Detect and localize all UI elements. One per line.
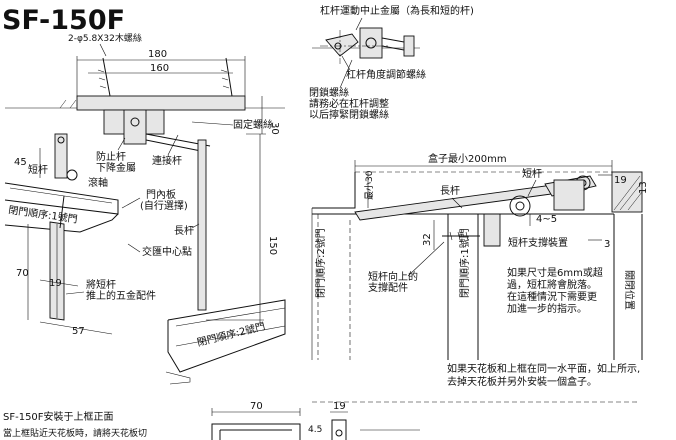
short-arm-label: 短杆 xyxy=(28,163,48,176)
mounting-plate xyxy=(76,95,246,111)
dim-32-right: 32 xyxy=(422,233,433,246)
door-order-1-right: 閉門順序:1號門 xyxy=(458,228,471,298)
long-arm xyxy=(354,183,567,221)
right-top-detail: 杠杆運動中止金屬（為長和短的杆) 杠杆角度調節螺絲 閉鎖螺絲 請務必在杠杆調整 … xyxy=(309,4,474,121)
dim-4-5-right: 4~5 xyxy=(536,214,557,225)
install-note: 當上框貼近天花板時，請將天花板切 xyxy=(3,427,147,439)
door-2-profile xyxy=(165,299,286,385)
dim-150: 150 xyxy=(267,236,278,255)
intersection-point-label: 交匯中心點 xyxy=(142,245,192,258)
dim-19: 19 xyxy=(49,278,62,289)
dim-180: 180 xyxy=(148,49,167,60)
page-title: SF-150F xyxy=(2,5,125,36)
dim-19-right: 19 xyxy=(614,175,627,186)
long-arm-vertical xyxy=(197,139,207,311)
dim-3-right: 3 xyxy=(604,239,610,250)
pivot-body xyxy=(359,27,383,59)
max-30-label: 最小30 xyxy=(364,170,375,200)
dim-57: 57 xyxy=(72,326,85,337)
lock-screw-label: 閉鎖螺絲 請務必在杠杆調整 以后擰緊閉鎖螺絲 xyxy=(309,86,392,121)
door-order-2-right: 閉門順序:2號門 xyxy=(314,228,327,298)
stop-arm-metal-label: 防止杆下降金屬 xyxy=(96,150,136,174)
dim-4-5-plate: 4.5 xyxy=(308,425,322,435)
dim-70-plate: 70 xyxy=(250,401,263,412)
link-arm-label: 連接杆 xyxy=(152,154,182,167)
dim-160: 160 xyxy=(150,63,169,74)
roller-icon xyxy=(66,169,78,181)
long-arm-label-right: 長杆 xyxy=(440,185,460,197)
short-arm-label-right: 短杆 xyxy=(522,167,542,180)
support-label: 短杆支撐裝置 xyxy=(508,236,568,249)
short-arm-roller xyxy=(509,195,531,217)
bottom-right-partial xyxy=(312,401,640,431)
angle-screw-label: 杠杆角度調節螺絲 xyxy=(346,68,426,81)
short-arm-support xyxy=(483,213,501,247)
pivot-block xyxy=(123,109,147,145)
inner-door-plate-label: 門內板(自行選擇) xyxy=(140,188,188,212)
short-arm-hardware-label: 將短杆推上的五金配件 xyxy=(86,278,156,302)
ceiling-note: 如果天花板和上框在同一水平面，如上所示, 去掉天花板并另外安裝一個盒子。 xyxy=(447,362,643,388)
door-order-1: 閉門順序:1號門 xyxy=(8,203,79,226)
stop-metal-label: 杠杆運動中止金屬（為長和短的杆) xyxy=(320,4,474,17)
right-main-drawing: 盒子最小200mm 最小30 19 13 長杆 短杆 xyxy=(311,152,649,388)
wood-screws xyxy=(97,57,233,97)
right-frame-block xyxy=(611,171,643,213)
long-arm-label: 長杆 xyxy=(174,225,194,237)
short-arm-support-label: 短杆向上的支撐配件 xyxy=(368,270,418,294)
short-arm-vertical xyxy=(54,133,68,179)
frame-hatching xyxy=(613,175,643,211)
closed-position: 關閉位置 xyxy=(623,270,636,310)
arm-stop xyxy=(325,33,359,57)
dim-30: 30 xyxy=(269,122,280,135)
pivot-block-right xyxy=(553,179,585,211)
note-6mm: 如果尺寸是6mm或超 過，短杠將會脫落。 在這種情況下需要更 加進一步的指示。 xyxy=(507,266,606,315)
dim-13-right: 13 xyxy=(638,181,649,194)
install-title: SF-150F安裝于上框正面 xyxy=(3,410,114,423)
door-1-profile xyxy=(4,182,119,233)
box-min-label: 盒子最小200mm xyxy=(428,152,507,165)
dim-45: 45 xyxy=(14,157,27,168)
screws-note: 2-φ5.8X32木螺絲 xyxy=(68,32,142,44)
dim-19-plate: 19 xyxy=(333,401,346,412)
bottom-left-section: SF-150F安裝于上框正面 當上框貼近天花板時，請將天花板切 70 19 4.… xyxy=(3,401,348,440)
roller-label: 滾軸 xyxy=(88,176,108,189)
top-elevation: 2-φ5.8X32木螺絲 180 160 30 固定螺絲 45 短杆 防止杆下降… xyxy=(4,32,286,385)
dim-70: 70 xyxy=(16,268,29,279)
fixing-screw-label: 固定螺絲 xyxy=(233,118,273,131)
